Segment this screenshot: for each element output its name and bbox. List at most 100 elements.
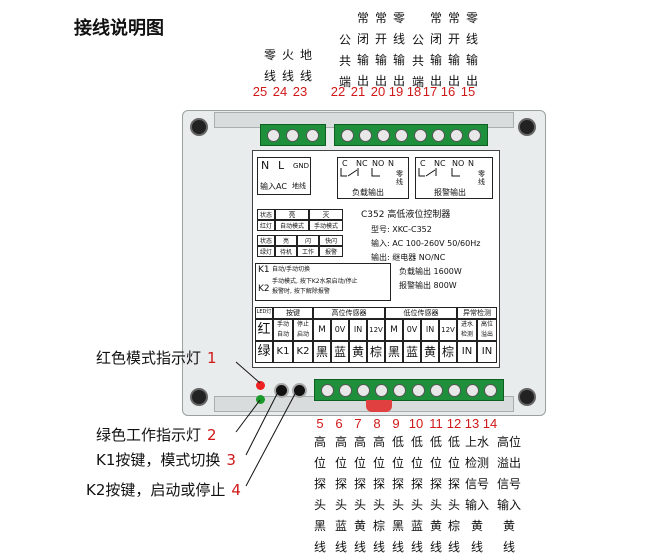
top-label-21: 常 闭 输 出: [356, 11, 369, 88]
bottom-label-7: 高 位 探 头 黄 线: [353, 435, 366, 554]
bottom-label-10: 低 位 探 头 蓝 线: [410, 435, 423, 554]
mount-hole-bottom-left: [190, 388, 208, 406]
k2-key-label: K2: [258, 284, 270, 294]
printed-label-panel: N L GND 输入AC 地线 C NC NO N 零 线 负载输出 C NC …: [252, 150, 500, 368]
bottom-label-11: 低 位 探 头 黄 线: [429, 435, 442, 554]
top-label-17: 常 闭 输 出: [429, 11, 442, 88]
color-2: 蓝: [331, 341, 349, 363]
status-r2-c2: 自动模式: [275, 220, 309, 231]
top-num-15: 15: [460, 84, 476, 99]
relay2-box: C NC NO N 零 线 报警输出: [415, 157, 493, 199]
red-mode-led: [256, 381, 265, 390]
color-3: 黄: [349, 341, 367, 363]
screw-icon: [450, 128, 464, 142]
bottom-label-9: 低 位 探 头 黑 线: [391, 435, 404, 554]
screw-icon: [305, 128, 319, 142]
green-work-led: [256, 395, 265, 404]
abn-col-1: 进水 检测: [457, 319, 477, 341]
top-terminal-block-power: [260, 124, 326, 146]
top-num-18: 18: [406, 84, 422, 99]
top-num-16: 16: [440, 84, 456, 99]
power-gnd: GND: [293, 162, 310, 170]
relay1-c: C: [342, 159, 348, 168]
top-num-19: 19: [388, 84, 404, 99]
load-power: 负载输出 1600W: [399, 267, 462, 276]
relay2-no: NO: [452, 159, 465, 168]
r-manual: 手动 自动: [273, 319, 293, 341]
relay1-zero: 零 线: [396, 170, 403, 187]
sensor-col-4: 12V: [367, 319, 385, 341]
screw-icon: [286, 128, 300, 142]
power-ground: 地线: [292, 182, 306, 190]
top-label-20: 常 开 输 出: [374, 11, 387, 88]
r-k2: K2: [293, 341, 313, 363]
screw-icon: [267, 128, 281, 142]
k1-button[interactable]: [274, 383, 289, 398]
model-number: 型号: XKC-C352: [371, 225, 432, 234]
screw-icon: [340, 128, 354, 142]
top-num-23: 23: [292, 84, 308, 99]
key-description-box: K1 自动/手动切换 K2 手动模式, 按下K2水泵启动/停止 报警时, 按下解…: [255, 263, 391, 301]
top-label-23: 地 线: [299, 48, 312, 83]
abn-in-1: IN: [457, 341, 477, 363]
power-l: L: [278, 159, 285, 172]
status-r4-c1: 绿灯: [257, 246, 275, 257]
h-high: 高位传感器: [313, 307, 385, 319]
r-red: 红: [255, 319, 273, 341]
color-4: 棕: [367, 341, 385, 363]
relay2-name: 报警输出: [434, 188, 466, 197]
top-label-15: 零 线 输 出: [465, 11, 478, 88]
top-label-18: 公 共 端: [411, 33, 424, 89]
sensor-col-3: IN: [349, 319, 367, 341]
top-num-20: 20: [370, 84, 386, 99]
output-spec: 输出: 继电器 NO/NC: [371, 253, 446, 262]
screw-icon: [395, 128, 409, 142]
relay1-box: C NC NO N 零 线 负载输出: [337, 157, 409, 199]
top-num-25: 25: [252, 84, 268, 99]
relay2-nc: NC: [434, 159, 446, 168]
h-led: LED灯: [255, 307, 273, 319]
bottom-label-12: 低 位 探 头 棕 线: [447, 435, 460, 554]
top-terminal-block-relay: [334, 124, 488, 146]
abn-col-2: 高位 溢出: [477, 319, 497, 341]
r-stop: 停止 启动: [293, 319, 313, 341]
bottom-label-14: 高位 溢出 信号 输入 黄 线: [496, 435, 521, 554]
top-num-21: 21: [350, 84, 366, 99]
alarm-power: 报警输出 800W: [399, 281, 457, 290]
page-title: 接线说明图: [74, 18, 164, 39]
screw-icon: [375, 383, 389, 397]
r-k1: K1: [273, 341, 293, 363]
bottom-num-11: 11: [429, 416, 443, 431]
relay1-no: NO: [372, 159, 385, 168]
status-r3-c3: 闪: [297, 235, 319, 246]
top-num-22: 22: [330, 84, 346, 99]
screw-icon: [447, 383, 461, 397]
status-r3-c1: 状态: [257, 235, 275, 246]
bottom-label-13: 上水 检测 信号 输入 黄 线: [464, 435, 489, 554]
screw-icon: [468, 128, 482, 142]
top-num-24: 24: [272, 84, 288, 99]
power-input: 输入AC: [260, 182, 287, 191]
h-abn: 异常检测: [457, 307, 497, 319]
mount-hole-top-right: [518, 118, 536, 136]
bottom-label-5: 高 位 探 头 黑 线: [313, 435, 326, 554]
relay2-c: C: [420, 159, 426, 168]
relay2-zero: 零 线: [478, 170, 485, 187]
top-label-19: 零 线 输 出: [392, 11, 405, 88]
top-label-24: 火 线: [281, 48, 294, 83]
color-5: 黑: [385, 341, 403, 363]
red-tab: [366, 400, 392, 412]
bottom-num-7: 7: [354, 416, 362, 431]
screw-icon: [413, 128, 427, 142]
bottom-num-8: 8: [373, 416, 381, 431]
bottom-num-12: 12: [446, 416, 462, 431]
k2-button[interactable]: [292, 383, 307, 398]
screw-icon: [484, 383, 498, 397]
sensor-col-1: M: [313, 319, 331, 341]
sensor-col-8: 12V: [439, 319, 457, 341]
h-low: 低位传感器: [385, 307, 457, 319]
